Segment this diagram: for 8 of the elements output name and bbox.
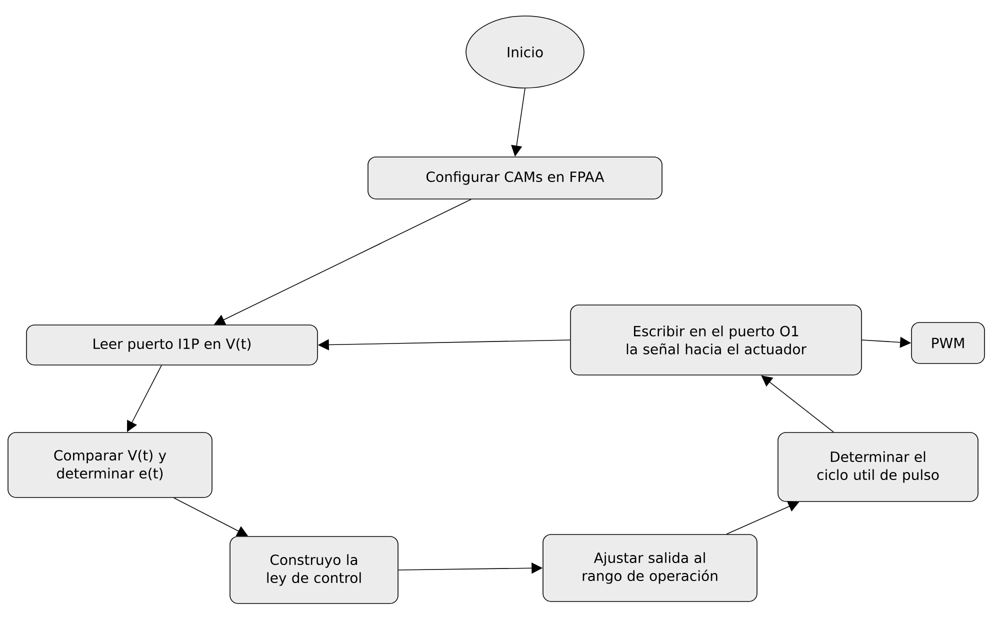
process-box: Determinar el ciclo util de pulso (778, 432, 978, 502)
process-box: Escribir en el puerto O1 la señal hacia el actuador (570, 304, 862, 376)
process-box: Comparar V(t) y determinar e(t) (8, 432, 212, 498)
process-box: Ajustar salida al rango de operación (542, 534, 758, 602)
process-box: Leer puerto I1P en V(t) (26, 324, 318, 366)
process-box: Configurar CAMs en FPAA (368, 156, 662, 200)
process-box: PWM (911, 322, 985, 364)
process-box: Construyo la ley de control (230, 536, 398, 604)
